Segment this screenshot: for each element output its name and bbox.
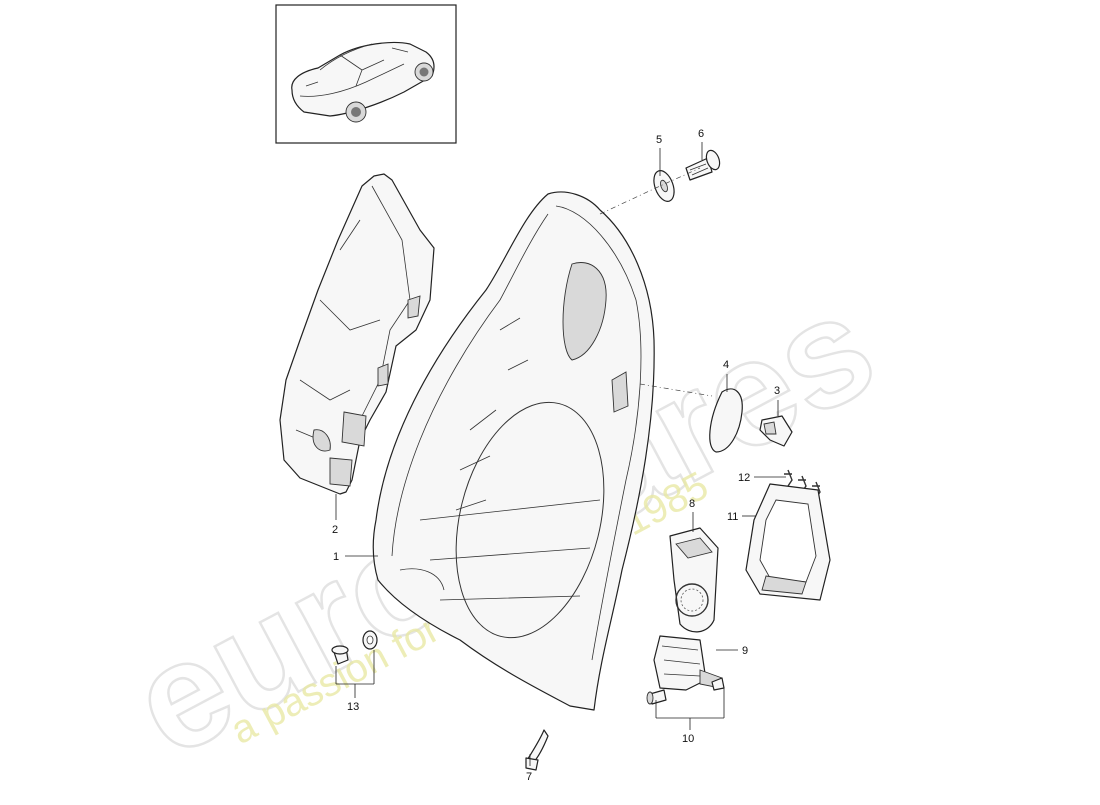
motor-housing-part (653, 635, 725, 691)
leader-lines (335, 142, 786, 766)
cover-cap-part (709, 388, 743, 453)
callout-11: 11 (727, 511, 738, 523)
callout-10: 10 (682, 733, 694, 745)
backrest-shell-part (372, 191, 655, 711)
trim-frame-part (745, 483, 831, 601)
callout-2: 2 (332, 524, 338, 536)
car-icon (291, 41, 435, 123)
callout-4: 4 (723, 359, 729, 371)
callout-9: 9 (742, 645, 748, 657)
callout-5: 5 (656, 134, 662, 146)
vehicle-thumbnail (275, 4, 457, 144)
callout-7: 7 (526, 771, 532, 783)
callout-1: 1 (333, 551, 339, 563)
assembly-line-2 (639, 383, 713, 397)
callout-3: 3 (774, 385, 780, 397)
callout-6: 6 (698, 128, 704, 140)
screw-part (685, 149, 721, 181)
lever-part (525, 729, 549, 771)
assembly-line (599, 167, 701, 215)
bracket-part (669, 527, 719, 633)
callout-8: 8 (689, 498, 695, 510)
clip-part (759, 415, 793, 447)
callout-12: 12 (738, 472, 750, 484)
callout-labels: 1 2 3 4 5 6 7 8 9 10 11 12 13 (332, 128, 780, 783)
small-screw-part (646, 689, 667, 705)
side-panel-part (279, 173, 435, 495)
bolt-and-washer-part (331, 630, 378, 665)
callout-13: 13 (347, 701, 359, 713)
washer-part (653, 170, 675, 202)
